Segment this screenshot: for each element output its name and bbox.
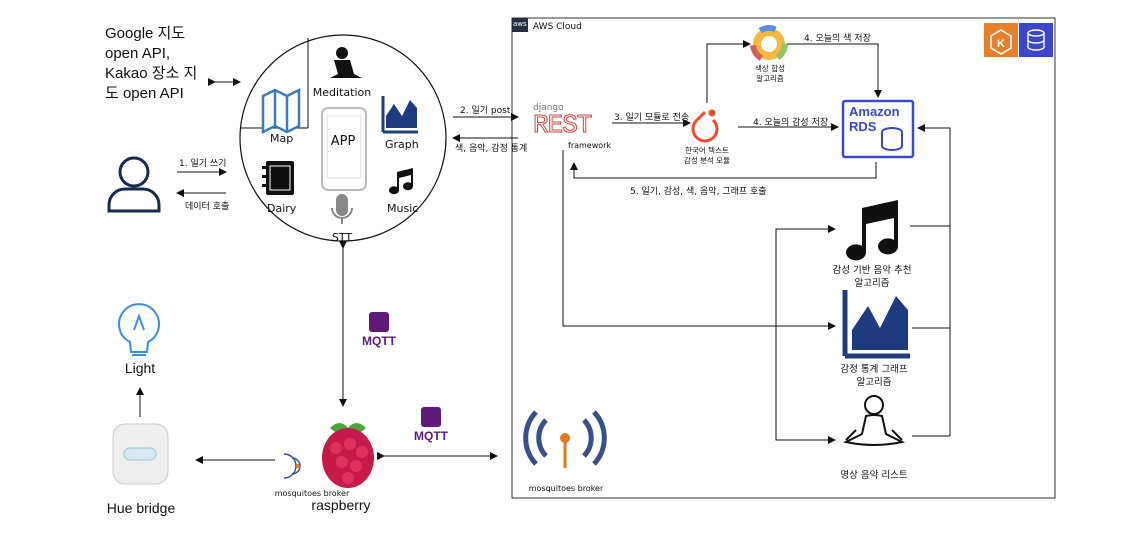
mqtt-logo-icon-2 bbox=[421, 407, 441, 427]
raspberry-label: raspberry bbox=[311, 497, 371, 513]
mosquitto-small-icon bbox=[283, 453, 301, 479]
step3-label: 3. 일기 모듈로 전송 bbox=[614, 113, 690, 123]
svg-text:K: K bbox=[997, 38, 1005, 50]
aws-badge: aws bbox=[513, 20, 527, 28]
light-label: Light bbox=[124, 360, 156, 376]
rds-label-1: Amazon bbox=[849, 104, 900, 119]
step2-label: 2. 일기 post bbox=[460, 106, 511, 116]
aws-cloud-title: AWS Cloud bbox=[533, 22, 582, 32]
step4-emotion-label: 4. 오늘의 감성 저장 bbox=[753, 118, 829, 128]
mqtt-logo-icon-1 bbox=[369, 312, 389, 332]
hue-bridge-icon bbox=[112, 423, 169, 485]
rest-label: REST bbox=[532, 110, 592, 141]
meditation-large-icon bbox=[843, 395, 905, 446]
amazon-rds-icon bbox=[841, 99, 915, 159]
color-algo-label: 색상 합성 알고리즘 bbox=[755, 64, 785, 83]
graph-algo-label: 감정 통계 그래프 알고리즘 bbox=[840, 364, 908, 388]
mosquitoes-broker-cloud-label: mosquitoes broker bbox=[528, 484, 604, 493]
graph-icon bbox=[381, 96, 418, 134]
google-kakao-api-label: Google 지도 open API, Kakao 장소 지 도 open AP… bbox=[105, 25, 198, 102]
stats-back-label: 색, 음악, 감정 통계 bbox=[455, 144, 528, 154]
step1-label: 1. 일기 쓰기 bbox=[179, 159, 227, 169]
aws-cloud-box bbox=[511, 17, 1056, 499]
music-icon bbox=[389, 168, 414, 195]
korean-module-label: 한국어 텍스트 감성 분석 모듈 bbox=[683, 146, 731, 165]
framework-label: framework bbox=[568, 141, 612, 150]
stt-label: STT bbox=[331, 231, 353, 244]
map-icon bbox=[261, 87, 301, 135]
django-label: django bbox=[533, 103, 564, 113]
rds-label-2: RDS bbox=[849, 119, 877, 134]
graph-label: Graph bbox=[385, 138, 419, 151]
music-label: Music bbox=[387, 202, 419, 215]
pytorch-icon bbox=[691, 109, 719, 143]
music-note-large-icon bbox=[846, 200, 899, 261]
step5-label: 5. 일기, 감성, 색, 음악, 그래프 호출 bbox=[630, 187, 767, 197]
mosquitoes-broker-rpi-label: mosquitoes broker bbox=[274, 489, 350, 498]
lightbulb-icon bbox=[118, 303, 160, 356]
emotion-graph-large-icon bbox=[842, 290, 910, 359]
mosquitto-broker-icon bbox=[523, 410, 607, 468]
aws-service-icons: K bbox=[984, 23, 1053, 57]
dairy-label: Dairy bbox=[267, 202, 297, 215]
map-label: Map bbox=[270, 132, 294, 145]
raspberry-pi-icon bbox=[322, 423, 374, 488]
aws-logo-icon bbox=[512, 18, 528, 32]
meditation-label: Meditation bbox=[312, 86, 372, 99]
color-wheel-icon bbox=[750, 25, 788, 63]
app-label: APP bbox=[330, 134, 356, 149]
step4-color-label: 4. 오늘의 색 저장 bbox=[804, 34, 871, 44]
hue-bridge-label: Hue bridge bbox=[106, 500, 176, 516]
user-icon bbox=[107, 156, 161, 213]
meditation-list-label: 명상 음악 리스트 bbox=[840, 470, 908, 481]
microphone-icon bbox=[331, 194, 353, 224]
meditation-icon bbox=[330, 47, 362, 78]
music-algo-label: 감성 기반 음악 추천 알고리즘 bbox=[832, 265, 912, 289]
mqtt-label-2: MQTT bbox=[414, 429, 448, 443]
mqtt-label-1: MQTT bbox=[362, 334, 396, 348]
dairy-icon bbox=[262, 161, 294, 195]
data-call-label: 데이터 호출 bbox=[185, 202, 230, 212]
